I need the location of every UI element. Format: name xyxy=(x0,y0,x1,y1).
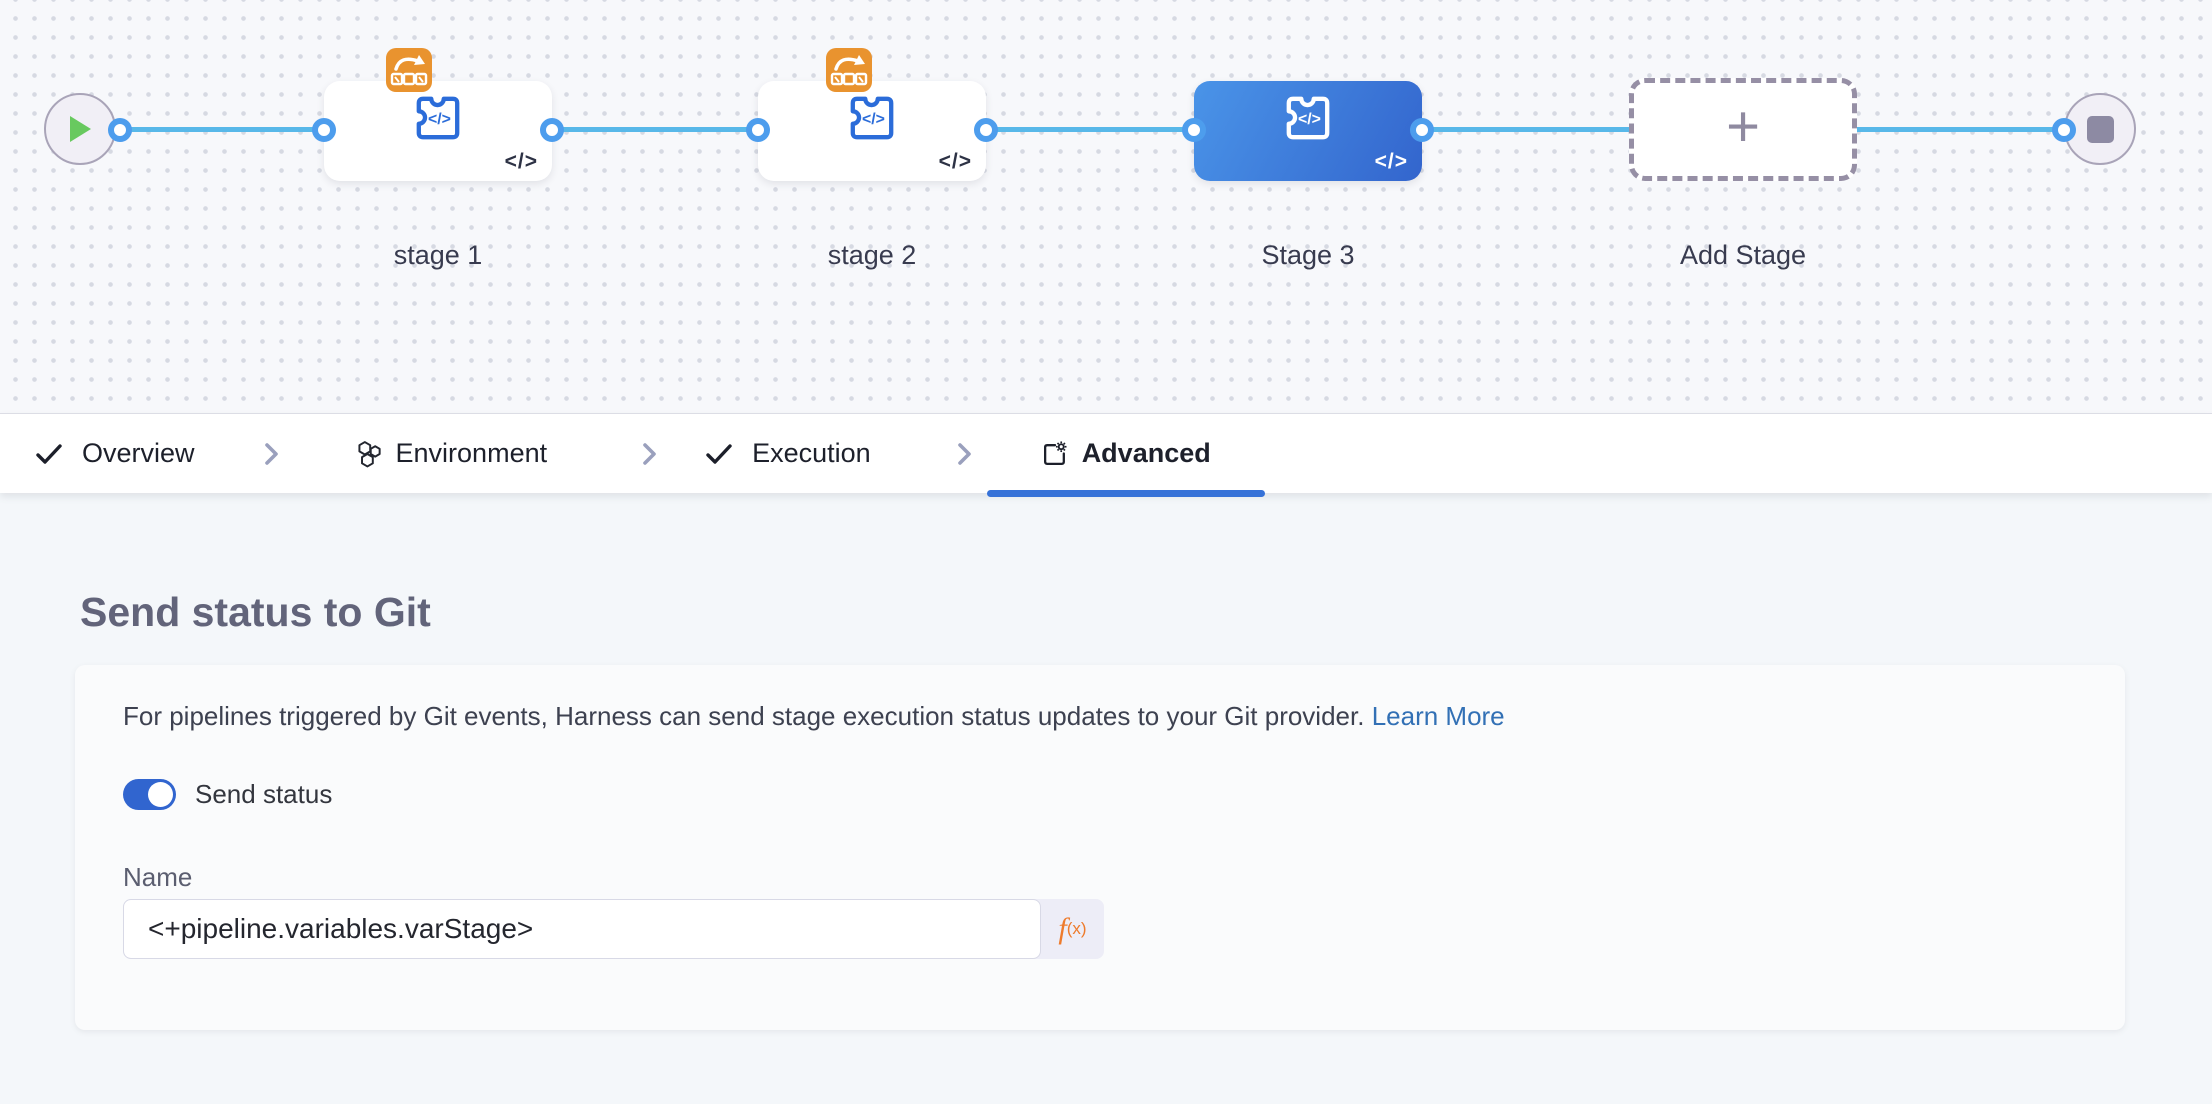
node-port[interactable] xyxy=(974,118,998,142)
code-glyph: </> xyxy=(504,150,538,173)
play-icon xyxy=(70,116,91,142)
send-status-description: For pipelines triggered by Git events, H… xyxy=(123,701,1505,731)
custom-stage-icon: </> xyxy=(416,96,460,140)
tab-advanced[interactable]: Advanced xyxy=(986,414,1265,497)
svg-text:</>: </> xyxy=(428,111,451,128)
node-port[interactable] xyxy=(746,118,770,142)
chevron-right-icon xyxy=(263,442,279,466)
send-status-card: For pipelines triggered by Git events, H… xyxy=(75,665,2125,1030)
stage-node-1[interactable]: </> </> xyxy=(324,48,552,181)
active-tab-indicator xyxy=(986,489,1265,497)
chevron-right-icon xyxy=(956,442,972,466)
custom-stage-icon: </> xyxy=(1286,96,1330,140)
looping-strategy-badge xyxy=(386,48,432,92)
custom-stage-icon: </> xyxy=(850,96,894,140)
stage-node-3-selected[interactable]: </> </> xyxy=(1194,81,1422,181)
check-icon xyxy=(706,443,732,464)
code-glyph: </> xyxy=(1374,150,1408,173)
stage-label: stage 1 xyxy=(393,240,483,270)
chevron-right-icon xyxy=(641,442,657,466)
tab-label: Advanced xyxy=(1081,438,1211,468)
pipeline-end-node xyxy=(2064,93,2136,165)
section-heading: Send status to Git xyxy=(80,589,431,635)
stage-label: stage 2 xyxy=(827,240,917,270)
pipeline-connector-line xyxy=(116,127,2065,132)
stage-config-tabbar: Overview Environment Execution xyxy=(0,413,2212,497)
plus-icon: + xyxy=(1726,93,1760,159)
tab-label: Overview xyxy=(82,438,195,468)
stage-node-2[interactable]: </> </> xyxy=(758,48,986,181)
advanced-panel: Send status to Git For pipelines trigger… xyxy=(0,493,2212,1104)
send-status-toggle-row: Send status xyxy=(123,779,2077,810)
name-input[interactable] xyxy=(123,899,1041,959)
pipeline-start-node xyxy=(44,93,116,165)
node-port[interactable] xyxy=(540,118,564,142)
add-stage-label: Add Stage xyxy=(1679,240,1807,270)
node-port[interactable] xyxy=(1410,118,1434,142)
environment-icon xyxy=(357,440,381,467)
tab-environment[interactable]: Environment xyxy=(356,414,548,494)
toggle-label: Send status xyxy=(195,779,333,809)
send-status-toggle[interactable] xyxy=(123,779,176,810)
node-port[interactable] xyxy=(2052,118,2076,142)
node-port[interactable] xyxy=(108,118,132,142)
fx-expression-button[interactable]: f(x) xyxy=(1041,899,1104,959)
toggle-knob xyxy=(148,782,173,807)
name-field-label: Name xyxy=(123,862,193,892)
svg-text:</>: </> xyxy=(862,111,885,128)
stop-icon xyxy=(2086,115,2114,143)
add-stage-button[interactable]: + xyxy=(1629,78,1857,181)
looping-strategy-badge xyxy=(826,48,872,92)
learn-more-link[interactable]: Learn More xyxy=(1371,701,1505,731)
node-port[interactable] xyxy=(1182,118,1206,142)
tab-label: Environment xyxy=(395,438,548,468)
node-port[interactable] xyxy=(312,118,336,142)
check-icon xyxy=(36,443,62,464)
stage-label: Stage 3 xyxy=(1261,240,1355,270)
svg-text:</>: </> xyxy=(1298,111,1321,128)
tab-label: Execution xyxy=(752,438,871,468)
code-glyph: </> xyxy=(938,150,972,173)
name-input-group: f(x) xyxy=(123,899,1104,959)
tab-execution[interactable]: Execution xyxy=(706,414,871,494)
advanced-gear-icon xyxy=(1043,440,1067,465)
tab-overview[interactable]: Overview xyxy=(36,414,195,494)
pipeline-canvas[interactable]: </> </> </> </> </> </> + xyxy=(0,0,2212,413)
